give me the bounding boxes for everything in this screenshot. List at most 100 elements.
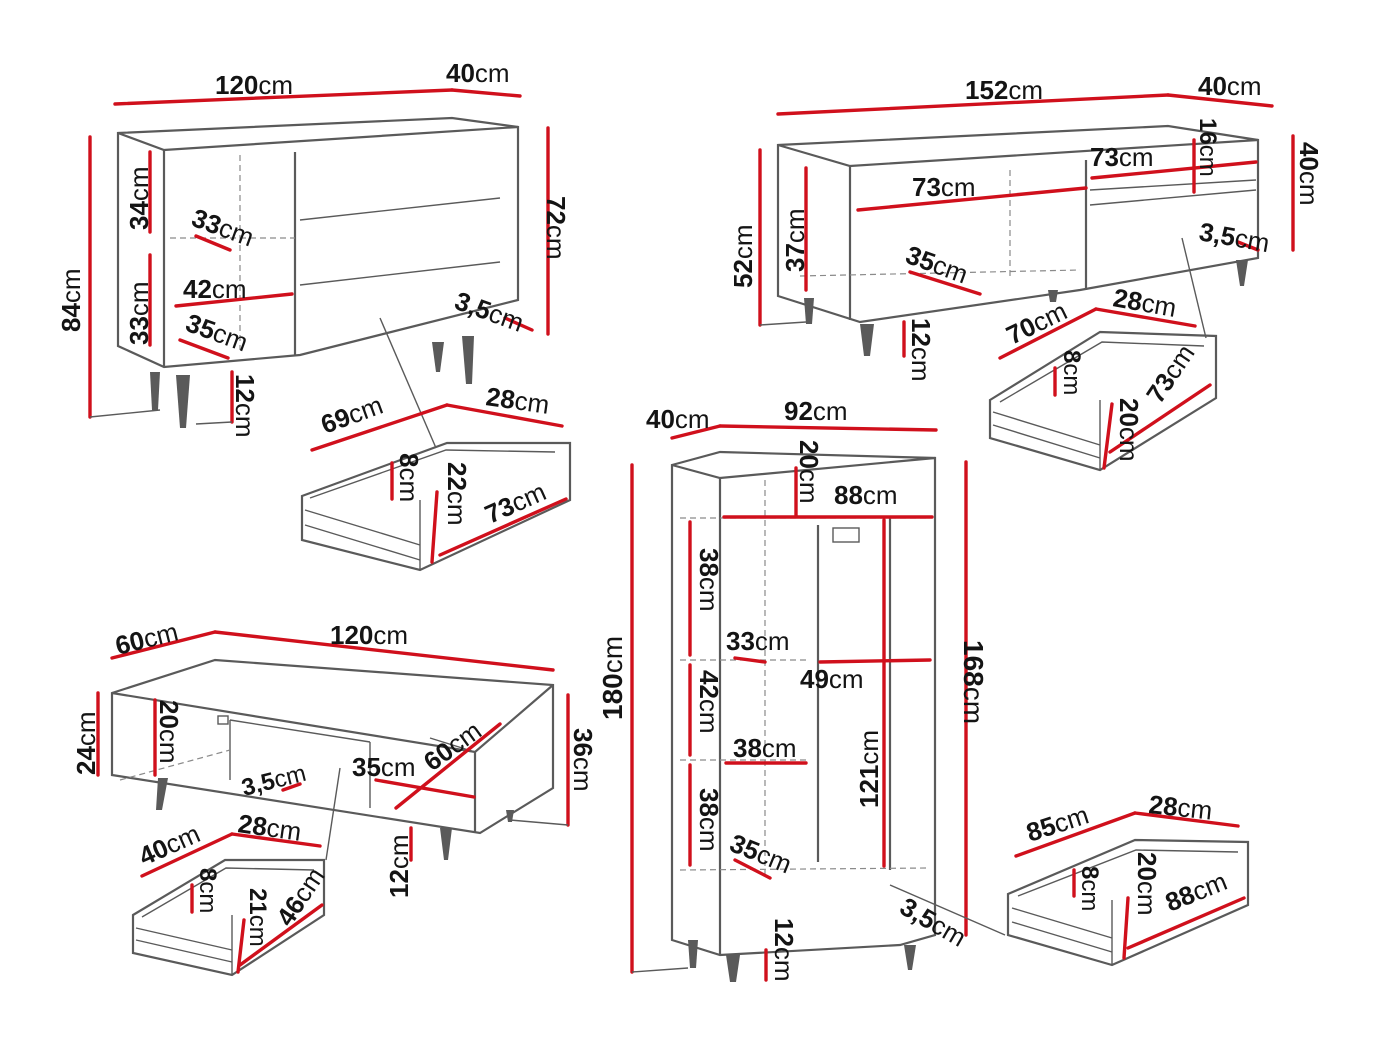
dim-line xyxy=(178,338,230,360)
wardrobe-shelf-width-label: 38cm xyxy=(733,733,797,763)
tv-stand-drawer-height-inner-label: 8cm xyxy=(1058,350,1085,395)
sideboard-shelf-depth-lower-label: 35cm xyxy=(182,307,252,357)
wardrobe-depth-label: 40cm xyxy=(646,404,710,434)
wardrobe-shelf-3-label: 38cm xyxy=(694,788,724,852)
tv-stand-drawer-depth-label: 28cm xyxy=(1111,282,1179,323)
dim-line xyxy=(281,782,302,792)
wardrobe-height-total-label: 180cm xyxy=(597,636,628,720)
sideboard-shelf-depth-upper-label: 33cm xyxy=(188,202,258,252)
wardrobe-drawer-depth-label: 28cm xyxy=(1147,789,1213,825)
wardrobe-hang-height-label: 121cm xyxy=(854,730,884,808)
coffee-table-width-label: 120cm xyxy=(330,620,408,650)
tv-stand xyxy=(758,93,1295,472)
wardrobe-labels: 40cm 92cm 20cm 88cm 180cm 168cm 38cm 33c… xyxy=(597,396,1231,982)
tv-stand-drawer-height-label: 20cm xyxy=(1114,398,1144,462)
dim-line xyxy=(1014,811,1137,858)
sideboard-shelf-lower-label: 33cm xyxy=(124,281,154,345)
wardrobe-shelf-depth-1-label: 33cm xyxy=(726,626,790,656)
dim-line xyxy=(776,93,1170,116)
sideboard-drawer-height-inner-label: 8cm xyxy=(394,453,424,502)
dim-line xyxy=(230,832,322,848)
coffee-table-compartment-depth-label: 60cm xyxy=(418,715,487,777)
dim-line xyxy=(430,490,439,564)
dim-line xyxy=(174,292,294,308)
dim-line xyxy=(908,270,982,296)
dim-line xyxy=(1090,160,1258,180)
wardrobe-drawer-height-inner-label: 8cm xyxy=(1076,866,1103,911)
dim-line xyxy=(670,424,722,440)
wardrobe-height-body-label: 168cm xyxy=(958,640,989,724)
wardrobe-shelf-2-label: 42cm xyxy=(694,670,724,734)
tv-stand-depth-label: 40cm xyxy=(1198,71,1262,101)
dim-line xyxy=(374,778,476,799)
coffee-table-drawer-height-inner-label: 8cm xyxy=(194,868,221,913)
dim-line xyxy=(113,88,454,106)
dim-line xyxy=(140,832,234,878)
wardrobe-width-label: 92cm xyxy=(784,396,848,426)
coffee-table-panel-label: 3,5cm xyxy=(239,760,309,802)
dim-line xyxy=(445,403,564,428)
dim-line xyxy=(733,656,767,664)
tv-stand-width-label: 152cm xyxy=(965,75,1043,105)
sideboard-drawer-width-label: 69cm xyxy=(317,390,387,440)
tv-stand-height-total-label: 52cm xyxy=(728,224,758,288)
tv-stand-height-side-label: 40cm xyxy=(1294,142,1324,206)
dim-line xyxy=(110,630,217,660)
sideboard-shelf-width-label: 42cm xyxy=(183,274,247,304)
wardrobe-top-width-label: 88cm xyxy=(834,480,898,510)
sideboard-height-body-label: 72cm xyxy=(541,196,571,260)
dim-line xyxy=(733,858,772,880)
tv-stand-inner-height-label: 37cm xyxy=(780,208,810,272)
sideboard-shelf-upper-label: 34cm xyxy=(124,166,154,230)
wardrobe-drawer-height-label: 20cm xyxy=(1132,852,1162,916)
dim-line xyxy=(1166,93,1274,108)
sideboard-height-total-label: 84cm xyxy=(56,268,86,332)
coffee-table-height-side-label: 36cm xyxy=(568,728,598,792)
dim-line xyxy=(450,88,522,98)
tv-stand-labels: 152cm 40cm 40cm 52cm 37cm 73cm 73cm 16cm… xyxy=(728,71,1324,462)
sideboard-depth-label: 40cm xyxy=(446,58,510,88)
wardrobe-legs-label: 12cm xyxy=(769,918,799,982)
sideboard-drawer-depth-label: 28cm xyxy=(484,381,551,420)
dim-line xyxy=(394,722,502,810)
dim-line xyxy=(1122,896,1130,960)
coffee-table-inner-height-label: 20cm xyxy=(154,700,184,764)
dim-line xyxy=(438,497,568,557)
coffee-table-legs-label: 12cm xyxy=(384,834,414,898)
tv-stand-drawer-width-label: 70cm xyxy=(1001,296,1071,351)
dim-line xyxy=(818,658,932,664)
coffee-table-drawer-length-label: 46cm xyxy=(270,862,330,931)
sideboard-panel-label: 3,5cm xyxy=(451,285,528,337)
dim-line xyxy=(194,234,232,252)
sideboard-legs-label: 12cm xyxy=(230,374,260,438)
coffee-table-drawer-height-label: 21cm xyxy=(244,888,271,947)
dim-line xyxy=(998,307,1098,360)
dim-line xyxy=(238,903,324,967)
dim-line xyxy=(503,316,534,332)
dim-line xyxy=(718,424,938,432)
sideboard xyxy=(88,88,572,572)
wardrobe-hang-width-label: 49cm xyxy=(800,664,864,694)
wardrobe-top-height-label: 20cm xyxy=(794,440,824,504)
dim-line xyxy=(1094,307,1197,328)
tv-stand-top-height-label: 16cm xyxy=(1194,118,1221,177)
sideboard-width-label: 120cm xyxy=(215,70,293,100)
wardrobe xyxy=(630,424,1250,982)
dim-line xyxy=(1108,383,1212,454)
tv-stand-top-width-label: 73cm xyxy=(1090,142,1154,172)
tv-stand-compartment-width-label: 73cm xyxy=(912,172,976,202)
tv-stand-panel-label: 3,5cm xyxy=(1197,216,1272,258)
dim-line xyxy=(236,918,246,974)
dim-line xyxy=(1126,896,1246,950)
coffee-table-depth-label: 60cm xyxy=(112,616,181,660)
coffee-table-compartment-width-label: 35cm xyxy=(352,752,416,782)
tv-stand-legs-label: 12cm xyxy=(906,318,936,382)
dim-line xyxy=(213,630,555,672)
dim-line xyxy=(1102,402,1114,470)
dim-line xyxy=(1133,811,1240,828)
coffee-table xyxy=(96,630,570,977)
dim-line xyxy=(310,403,449,452)
coffee-table-height-total-label: 24cm xyxy=(71,711,101,775)
coffee-table-drawer-depth-label: 28cm xyxy=(236,808,303,847)
